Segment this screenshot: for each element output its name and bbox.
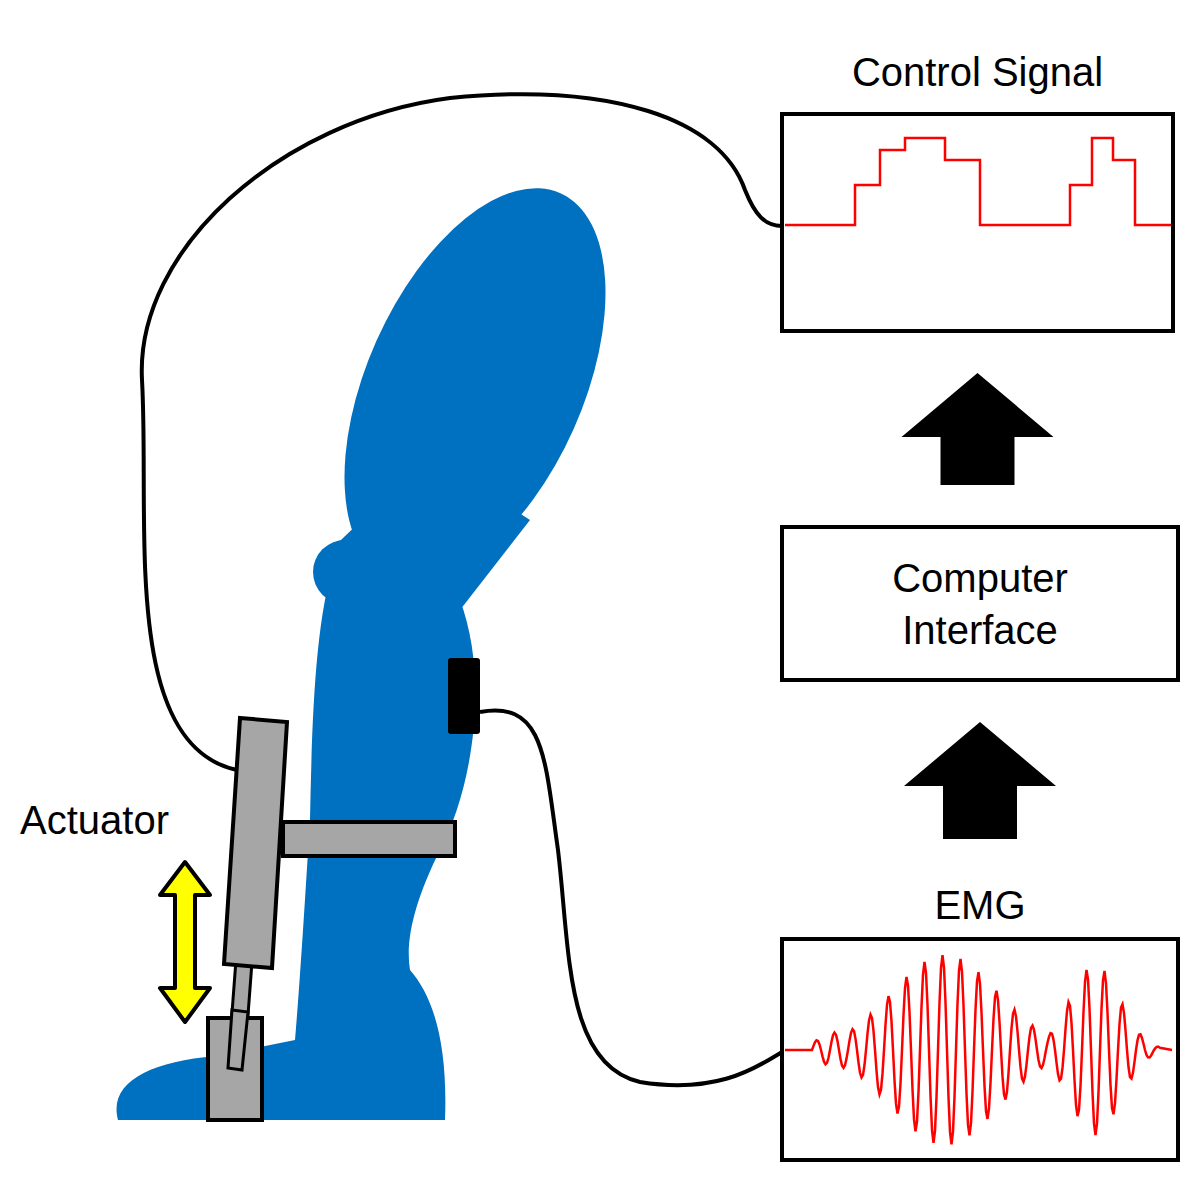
box-heading: EMG bbox=[934, 879, 1025, 931]
actuator-rod-end bbox=[228, 1010, 248, 1070]
part-label: Actuator bbox=[20, 798, 169, 843]
actuator-cylinder bbox=[224, 718, 287, 968]
thigh bbox=[291, 149, 659, 621]
emg-waveform bbox=[785, 955, 1172, 1144]
signal-box: EMG bbox=[780, 937, 1180, 1162]
box-label: Computer Interface bbox=[850, 552, 1110, 656]
shank-foot bbox=[117, 553, 476, 1120]
control-wire bbox=[142, 94, 782, 770]
actuator-bar bbox=[283, 822, 455, 856]
emg-wire bbox=[480, 710, 782, 1085]
box-heading: Control Signal bbox=[852, 46, 1103, 98]
control-waveform bbox=[785, 138, 1172, 225]
block-arrow bbox=[904, 722, 1056, 839]
signal-box: Control Signal bbox=[780, 112, 1175, 333]
block-arrow bbox=[902, 373, 1054, 485]
emg-sensor bbox=[448, 658, 480, 734]
motion-arrow bbox=[160, 862, 210, 1022]
process-box: Computer Interface bbox=[780, 525, 1180, 682]
